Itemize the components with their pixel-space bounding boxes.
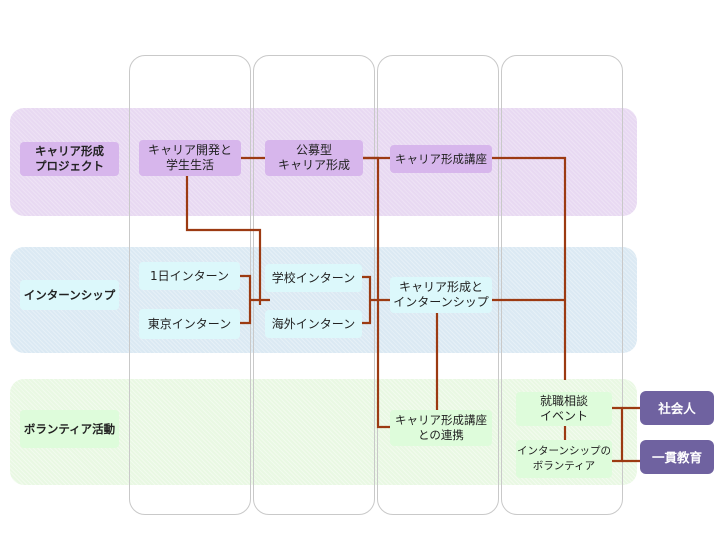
node-public-career: 公募型 キャリア形成 — [265, 140, 363, 176]
connector-career-dev — [185, 175, 262, 305]
connector-tokyo — [240, 300, 252, 325]
node-overseas-intern: 海外インターン — [265, 310, 362, 338]
node-course-collab: キャリア形成講座 との連携 — [390, 410, 492, 446]
connector-school — [360, 275, 372, 300]
connector-overseas — [360, 300, 372, 325]
node-job-consult-event: 就職相談 イベント — [516, 392, 612, 426]
row-label-internship: インターンシップ — [20, 280, 119, 310]
column-2 — [253, 55, 375, 515]
outcome-society: 社会人 — [640, 391, 714, 425]
node-school-intern: 学校インターン — [265, 264, 362, 292]
node-tokyo-intern: 東京インターン — [139, 309, 240, 339]
row-label-career-project: キャリア形成 プロジェクト — [20, 142, 119, 176]
node-career-dev-student-life: キャリア開発と 学生生活 — [139, 140, 241, 176]
node-intern-volunteer: インターンシップの ボランティア — [516, 440, 612, 478]
node-one-day-intern: 1日インターン — [139, 262, 240, 290]
node-career-course: キャリア形成講座 — [390, 145, 492, 173]
connector-outcome-bracket — [612, 406, 624, 463]
connector-one-day — [240, 274, 252, 300]
row-label-volunteer: ボランティア活動 — [20, 410, 119, 448]
column-4 — [501, 55, 623, 515]
connector-course-right — [492, 156, 567, 380]
connector-col3-trunk — [362, 156, 392, 429]
outcome-integrated-education: 一貫教育 — [640, 440, 714, 474]
node-career-and-intern: キャリア形成と インターンシップ — [390, 277, 492, 313]
